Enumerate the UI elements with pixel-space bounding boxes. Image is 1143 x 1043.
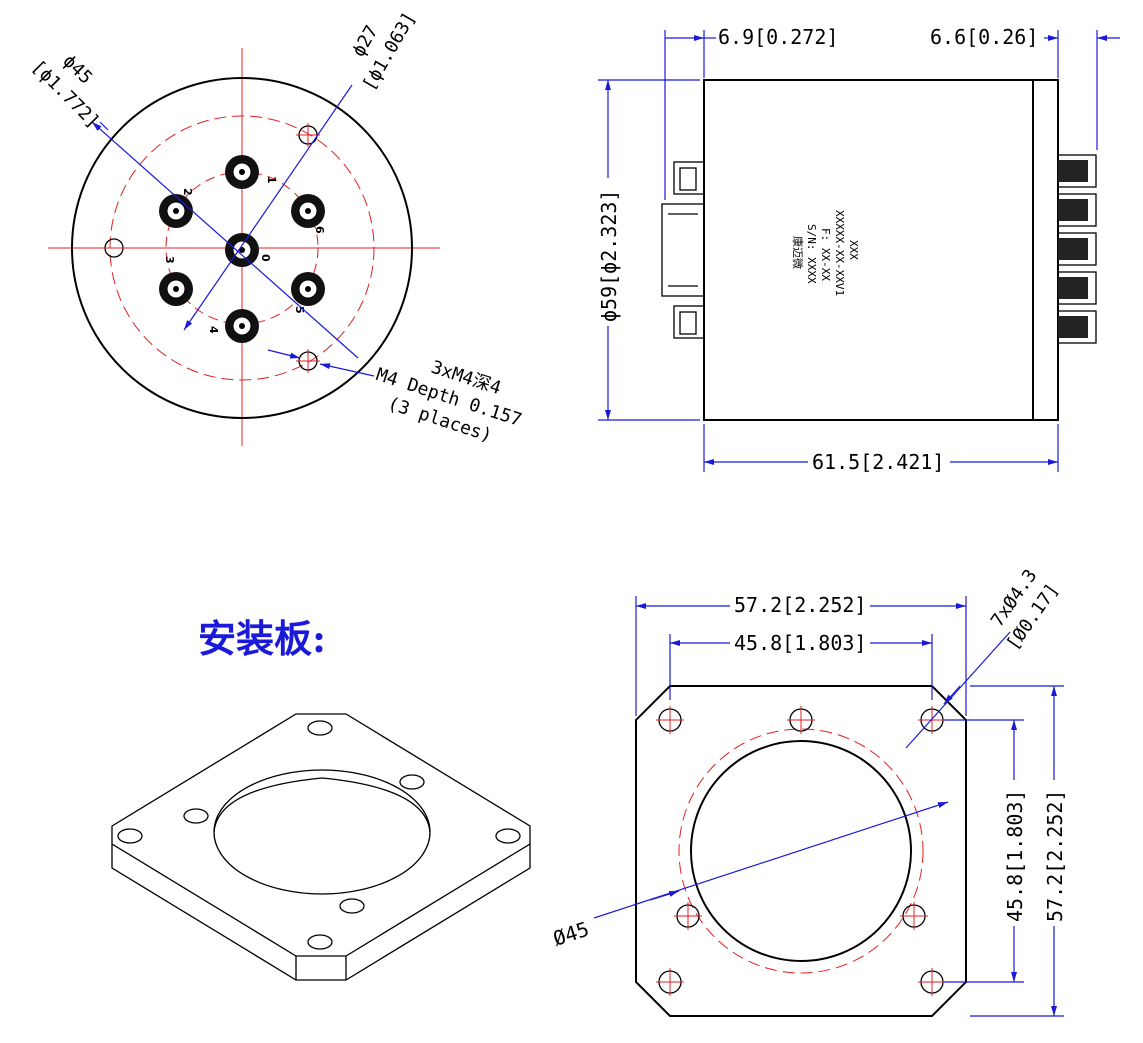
bore-diameter-label: Ø45 xyxy=(550,917,592,951)
hole-callout-label: 7xØ4.3 [Ø0.17] xyxy=(987,566,1063,654)
mount-note-leader-a xyxy=(267,349,301,359)
dim-text-bg xyxy=(1002,780,1026,926)
connector-3 xyxy=(159,272,193,306)
hole-spacing-label: 45.8[1.803] xyxy=(734,631,866,655)
front-view: 0 1 2 3 4 5 6 ϕ45 [ϕ1.772] ϕ27 [ϕ1.063] … xyxy=(27,9,524,447)
bore-diameter-leader xyxy=(593,801,949,919)
switch-body xyxy=(703,79,1059,421)
label-line-1: XXX xyxy=(847,240,860,260)
outer-diameter-label: ϕ45 [ϕ1.772] xyxy=(27,51,103,133)
plate-bore-circle xyxy=(690,740,912,962)
bolt-diameter-dim-line xyxy=(183,84,353,331)
mount-hole xyxy=(296,349,320,373)
label-line-5: 康迈微 xyxy=(791,236,805,269)
pin-label-2: 2 xyxy=(181,188,194,196)
pin-label-1: 1 xyxy=(265,176,278,184)
side-view: XXX XXXXX-XX-XXV1 F: XX-XX S/N: XXXX 康迈微… xyxy=(596,25,1120,474)
dim-text-bg xyxy=(808,450,950,474)
mount-plate-title: 安装板: xyxy=(198,616,326,661)
label-line-2: XXXXX-XX-XXV1 xyxy=(833,210,846,296)
label-line-4: S/N: XXXX xyxy=(805,224,818,284)
iso-hole xyxy=(117,828,143,844)
plate-hole xyxy=(656,968,684,996)
dim-text-bg xyxy=(1042,780,1066,926)
outer-flange-circle xyxy=(71,77,413,419)
plate-hole xyxy=(787,706,815,734)
pin-label-4: 4 xyxy=(207,326,220,334)
mount-note: 3xM4深4 M4 Depth 0.157 (3 places) xyxy=(373,357,524,447)
pin-label-0: 0 xyxy=(259,254,272,262)
iso-hole xyxy=(307,720,333,736)
plate-corner-edges xyxy=(295,956,347,980)
iso-hole xyxy=(307,934,333,950)
connector-1 xyxy=(225,155,259,189)
body-diameter-label: ϕ59[ϕ2.323] xyxy=(597,190,621,322)
pin-label-5: 5 xyxy=(293,306,306,314)
plate-outline xyxy=(635,685,967,1017)
pin-label-3: 3 xyxy=(163,256,176,264)
connector-4 xyxy=(225,309,259,343)
plate-width-label: 57.2[2.252] xyxy=(734,593,866,617)
vertical-plate-label: 57.2[2.252] xyxy=(1043,790,1067,922)
plate-hole xyxy=(918,706,946,734)
left-connector xyxy=(661,161,705,339)
connector-5 xyxy=(291,272,325,306)
plate-side-face xyxy=(111,844,531,981)
right-offset-label: 6.6[0.26] xyxy=(930,25,1038,49)
iso-hole xyxy=(495,828,521,844)
iso-hole xyxy=(399,774,425,790)
plate-bore-inner xyxy=(213,777,431,833)
label-line-3: F: XX-XX xyxy=(819,228,832,281)
length-label: 61.5[2.421] xyxy=(812,450,944,474)
right-connectors xyxy=(1057,154,1097,344)
vertical-hole-spacing-label: 45.8[1.803] xyxy=(1003,790,1027,922)
mount-note-leader-b xyxy=(319,363,375,377)
pin-label-6: 6 xyxy=(313,226,326,234)
product-label: XXX XXXXX-XX-XXV1 F: XX-XX S/N: XXXX 康迈微 xyxy=(791,210,860,296)
connector-6 xyxy=(291,194,325,228)
plate-top-face xyxy=(111,713,531,957)
hole-callout-leader xyxy=(905,631,1011,749)
dim-text-bg xyxy=(730,631,870,655)
iso-hole xyxy=(339,898,365,914)
plate-hole xyxy=(674,902,702,930)
dim-text-bg xyxy=(596,178,620,326)
isometric-plate xyxy=(111,713,531,981)
plate-bore xyxy=(213,769,431,895)
hole-callout-arrow xyxy=(943,685,961,705)
plate-hole xyxy=(900,902,928,930)
bore-diameter-arrow xyxy=(649,890,680,901)
connector-2 xyxy=(159,194,193,228)
mount-hole xyxy=(296,123,320,147)
iso-hole xyxy=(183,808,209,824)
outer-diameter-leader xyxy=(99,121,109,131)
bolt-diameter-label: ϕ27 [ϕ1.063] xyxy=(348,9,420,95)
plate-hole xyxy=(918,968,946,996)
dim-text-bg xyxy=(730,594,870,618)
left-offset-label: 6.9[0.272] xyxy=(718,25,838,49)
outer-diameter-dim-line xyxy=(91,121,359,359)
plate-top-view: 57.2[2.252] 45.8[1.803] 7xØ4.3 [Ø0.17] 4… xyxy=(550,566,1067,1017)
plate-hole xyxy=(656,706,684,734)
plate-bolt-circle xyxy=(678,728,924,974)
mount-hole xyxy=(102,238,126,258)
